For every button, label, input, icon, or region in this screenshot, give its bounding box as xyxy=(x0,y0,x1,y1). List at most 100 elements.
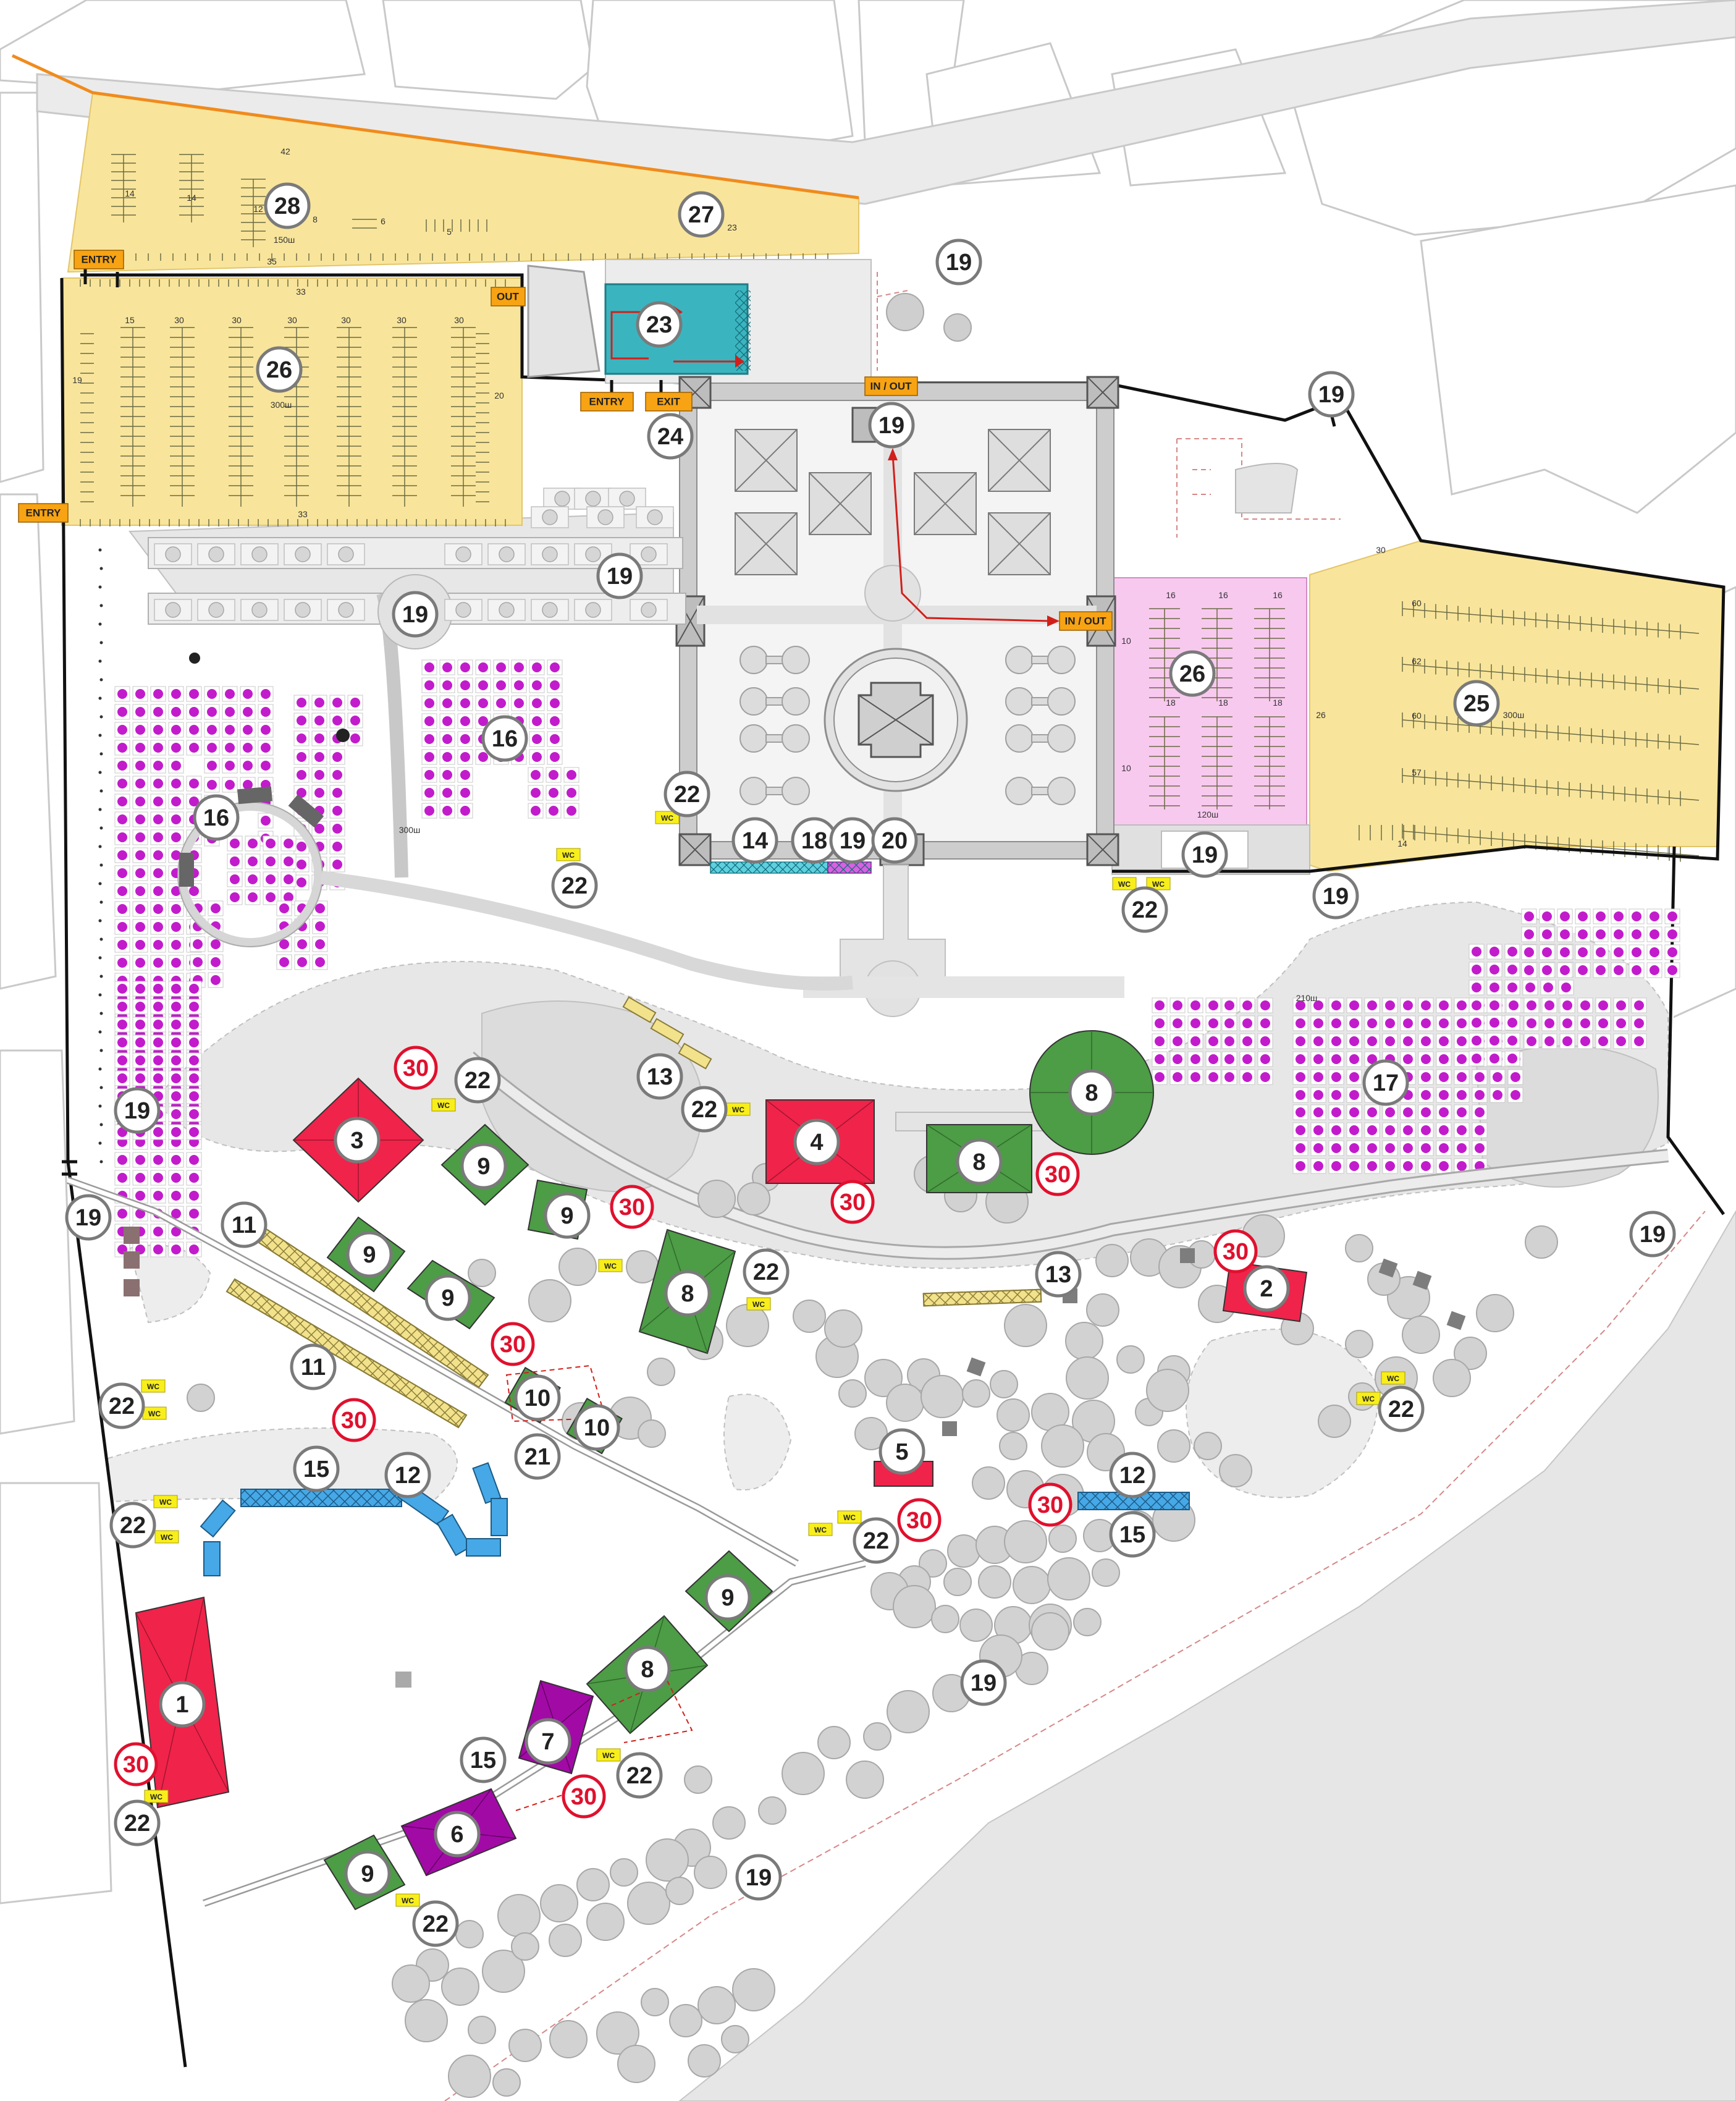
map-marker-22: 22 xyxy=(681,1086,728,1133)
marker-label: 6 xyxy=(450,1822,463,1848)
marker-label: 9 xyxy=(477,1154,490,1180)
tree xyxy=(959,1609,993,1642)
garden-bed xyxy=(636,506,674,528)
map-marker-25: 25 xyxy=(1453,680,1500,727)
palace-paths xyxy=(697,420,1097,834)
map-marker-19: 19 xyxy=(1308,371,1355,418)
map-marker-17: 17 xyxy=(1362,1059,1409,1106)
marker-label: 18 xyxy=(801,828,827,854)
zone-6-fence xyxy=(515,1788,581,1811)
tree xyxy=(1047,1557,1090,1600)
map-marker-15: 15 xyxy=(293,1445,340,1492)
tree xyxy=(931,1605,959,1633)
ne-grey-shape xyxy=(1235,463,1299,514)
marker-label: 22 xyxy=(465,1068,491,1094)
garden-bed xyxy=(240,543,279,565)
tree xyxy=(540,1884,578,1922)
wc-label: WC xyxy=(144,1790,169,1803)
south-plaza-road xyxy=(803,976,1124,998)
marker-label: 10 xyxy=(525,1385,550,1411)
map-marker-19: 19 xyxy=(868,402,915,449)
map-marker-22: 22 xyxy=(743,1248,790,1295)
marker-label: 22 xyxy=(863,1528,889,1554)
wc-text: WC xyxy=(732,1105,744,1114)
wc-text: WC xyxy=(752,1300,765,1309)
map-marker-22: 22 xyxy=(616,1752,663,1799)
park-road-inner xyxy=(67,1178,798,1566)
tree xyxy=(1146,1369,1189,1412)
parking-count: 30 xyxy=(174,315,184,325)
tree xyxy=(528,1279,571,1322)
map-marker-22: 22 xyxy=(853,1517,900,1564)
map-marker-7: 7 xyxy=(525,1718,571,1765)
marker-label: 8 xyxy=(972,1149,985,1175)
zone-marker-label: 30 xyxy=(123,1752,149,1778)
parking-count: 16 xyxy=(1273,590,1283,600)
palace-main-building-x xyxy=(858,695,933,745)
tree xyxy=(758,1796,786,1825)
tree xyxy=(392,1964,430,2003)
tree xyxy=(482,1950,525,1993)
parking-count: 18 xyxy=(1273,698,1283,708)
pavilion-x-marks xyxy=(735,429,1051,575)
tree xyxy=(1073,1608,1102,1636)
marker-label: 22 xyxy=(1388,1397,1414,1423)
wc-text: WC xyxy=(562,851,575,860)
tree xyxy=(1345,1234,1373,1262)
map-marker-13: 13 xyxy=(1035,1251,1082,1298)
marker-label: 9 xyxy=(363,1242,376,1268)
map-marker-4: 4 xyxy=(793,1118,840,1165)
zone-marker-30: 30 xyxy=(332,1398,376,1442)
zone-marker-30: 30 xyxy=(830,1180,875,1224)
tree xyxy=(732,1968,775,2011)
marker-label: 22 xyxy=(626,1763,652,1789)
west-garden-beds xyxy=(154,488,674,621)
map-marker-19: 19 xyxy=(1181,831,1228,878)
tree xyxy=(549,1924,582,1957)
tree xyxy=(1048,1524,1077,1553)
map-marker-19: 19 xyxy=(960,1659,1007,1706)
garden-bed xyxy=(487,599,526,621)
entry-label-west: ENTRY xyxy=(18,503,69,523)
amphitheater-stand xyxy=(288,794,324,828)
palace-route-arrow-right xyxy=(1047,615,1060,627)
tree xyxy=(947,1534,980,1568)
marker-label: 19 xyxy=(746,1865,772,1891)
tree xyxy=(846,1761,884,1799)
marker-label: 28 xyxy=(274,193,300,219)
tree xyxy=(684,1765,712,1794)
tree xyxy=(448,2055,491,2098)
tree xyxy=(886,1384,924,1422)
map-marker-22: 22 xyxy=(664,771,710,818)
tree xyxy=(887,1690,930,1733)
map-marker-22: 22 xyxy=(1121,886,1168,933)
garden-bed xyxy=(240,599,279,621)
gate-labels: ENTRY ENTRY OUT ENTRY EXIT IN / OUT IN /… xyxy=(18,250,1113,631)
parking-count: 30 xyxy=(287,315,297,325)
map-marker-22: 22 xyxy=(109,1502,156,1549)
garden-bed xyxy=(531,599,569,621)
wc-label: WC xyxy=(837,1510,862,1524)
garden-bed xyxy=(531,506,569,528)
zone-marker-label: 30 xyxy=(840,1190,866,1215)
svg-text:EXIT: EXIT xyxy=(657,396,680,408)
tree xyxy=(1194,1432,1222,1460)
wc-label: WC xyxy=(596,1748,621,1762)
tree-blob xyxy=(943,313,972,342)
tree xyxy=(497,1894,541,1937)
map-marker-19: 19 xyxy=(735,1854,782,1901)
parking-count: 62 xyxy=(1412,656,1422,666)
map-marker-22: 22 xyxy=(551,862,598,909)
wc-label: WC xyxy=(395,1893,420,1907)
map-marker-10: 10 xyxy=(573,1404,620,1451)
parking-count: 33 xyxy=(298,509,308,519)
zone-marker-30: 30 xyxy=(394,1046,438,1090)
tree xyxy=(863,1722,891,1751)
marker-label: 22 xyxy=(1132,897,1158,923)
map-marker-3: 3 xyxy=(334,1117,381,1164)
tree xyxy=(921,1375,964,1418)
marker-label: 19 xyxy=(946,250,972,276)
tree xyxy=(854,1417,888,1450)
parking-count: 14 xyxy=(125,188,135,198)
